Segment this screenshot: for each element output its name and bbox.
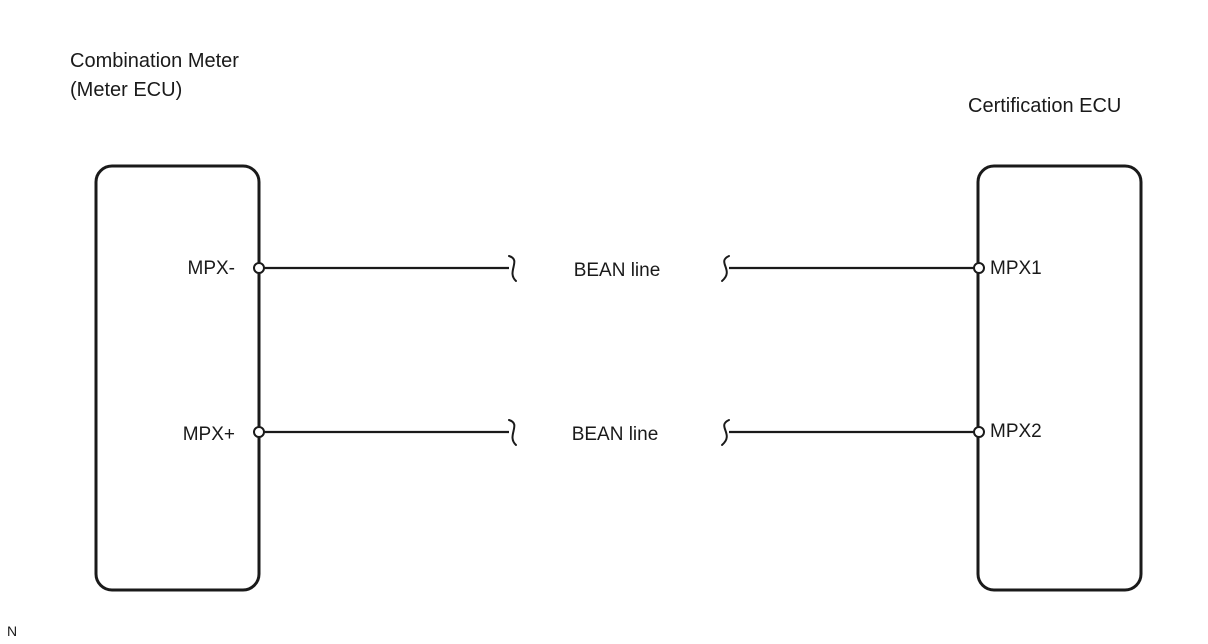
terminal-label-mpx-plus: MPX+	[183, 424, 235, 445]
terminal-label-mpx2: MPX2	[990, 421, 1042, 442]
certification-ecu-box	[976, 164, 1143, 592]
bean-line-1: BEAN line	[253, 255, 985, 282]
combination-meter: Combination Meter (Meter ECU) MPX- MPX+	[70, 50, 261, 592]
terminal-dot-mpx1	[973, 262, 985, 274]
certification-ecu: Certification ECU MPX1 MPX2	[968, 95, 1143, 592]
wire-break-left-icon	[508, 419, 517, 446]
terminal-dot-mpx-minus	[253, 262, 265, 274]
bean-line-label: BEAN line	[574, 260, 661, 281]
terminal-label-mpx1: MPX1	[990, 258, 1042, 279]
wire-break-left-icon	[508, 255, 517, 282]
wire-break-right-icon	[721, 419, 730, 446]
terminal-label-mpx-minus: MPX-	[188, 258, 236, 279]
combination-meter-subtitle: (Meter ECU)	[70, 79, 182, 101]
corner-mark: N	[7, 623, 17, 639]
bean-line-2: BEAN line	[253, 419, 985, 446]
terminal-dot-mpx2	[973, 426, 985, 438]
certification-ecu-title: Certification ECU	[968, 95, 1121, 117]
combination-meter-box	[94, 164, 261, 592]
terminal-dot-mpx-plus	[253, 426, 265, 438]
wire-break-right-icon	[721, 255, 730, 282]
bean-line-label: BEAN line	[572, 424, 659, 445]
combination-meter-title: Combination Meter	[70, 50, 239, 72]
